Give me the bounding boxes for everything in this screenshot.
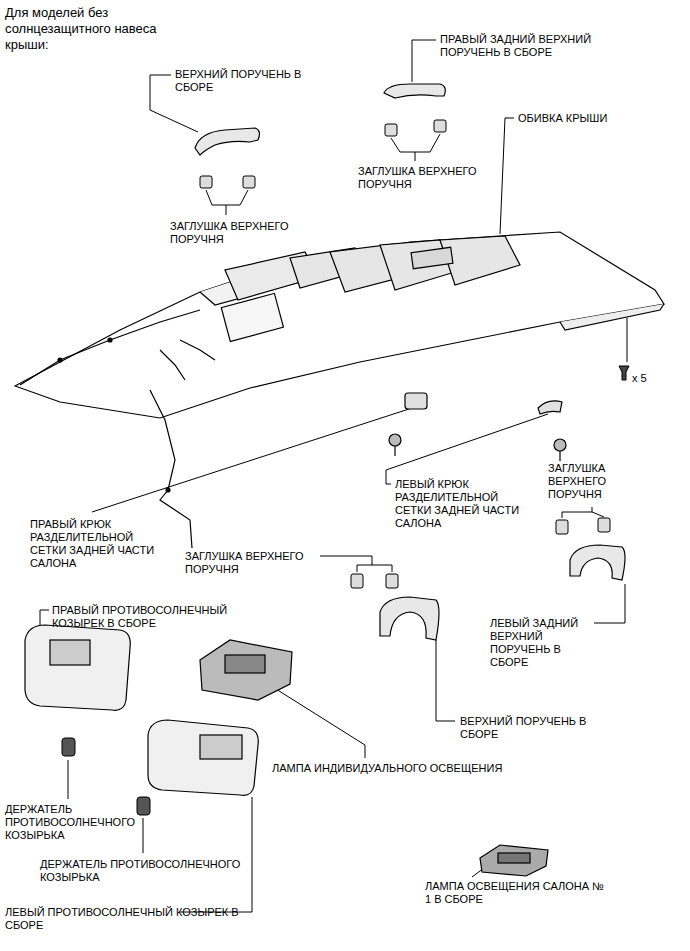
part-label: ВЕРХНИЙ ПОРУЧЕНЬ В СБОРЕ xyxy=(460,715,610,741)
heading: Для моделей без солнцезащитного навеса к… xyxy=(5,5,200,53)
roof-headliner xyxy=(15,232,664,418)
leader-lines xyxy=(40,40,627,912)
part-label: ЛАМПА ОСВЕЩЕНИЯ САЛОНА № 1 В СБОРЕ xyxy=(425,880,610,906)
part-label: ЗАГЛУШКА ВЕРХНЕГО ПОРУЧНЯ xyxy=(185,550,325,576)
part-label: ДЕРЖАТЕЛЬ ПРОТИВОСОЛНЕЧНОГО КОЗЫРЬКА xyxy=(40,858,255,884)
wire-harness xyxy=(20,310,215,548)
part-label: ЛЕВЫЙ КРЮК РАЗДЕЛИТЕЛЬНОЙ СЕТКИ ЗАДНЕЙ Ч… xyxy=(395,478,535,530)
map-lamp xyxy=(200,640,292,700)
handle-cover-clip xyxy=(200,120,610,588)
part-label: ПРАВЫЙ ПРОТИВОСОЛНЕЧНЫЙ КОЗЫРЕК В СБОРЕ xyxy=(52,604,242,630)
part-label: ЛЕВЫЙ ПРОТИВОСОЛНЕЧНЫЙ КОЗЫРЕК В СБОРЕ xyxy=(5,906,245,932)
visor-holder xyxy=(62,738,150,815)
part-label: ЗАГЛУШКА ВЕРХНЕГО ПОРУЧНЯ xyxy=(358,165,508,191)
part-label: ОБИВКА КРЫШИ xyxy=(518,112,638,125)
part-label: ПРАВЫЙ КРЮК РАЗДЕЛИТЕЛЬНОЙ СЕТКИ ЗАДНЕЙ … xyxy=(30,518,170,570)
part-label: ВЕРХНИЙ ПОРУЧЕНЬ В СБОРЕ xyxy=(175,68,325,94)
part-label: ЛАМПА ИНДИВИДУАЛЬНОГО ОСВЕЩЕНИЯ xyxy=(272,762,572,775)
net-hook xyxy=(389,393,566,461)
part-label: ПРАВЫЙ ЗАДНИЙ ВЕРХНИЙ ПОРУЧЕНЬ В СБОРЕ xyxy=(440,33,640,59)
part-label: ЛЕВЫЙ ЗАДНИЙ ВЕРХНИЙ ПОРУЧЕНЬ В СБОРЕ xyxy=(490,617,590,669)
part-label: ЗАГЛУШКА ВЕРХНЕГО ПОРУЧНЯ xyxy=(170,220,320,246)
part-label: ЗАГЛУШКА ВЕРХНЕГО ПОРУЧНЯ xyxy=(548,462,638,501)
clip-fastener xyxy=(619,366,629,380)
part-label: x 5 xyxy=(632,372,672,385)
dome-lamp xyxy=(480,845,548,876)
part-label: ДЕРЖАТЕЛЬ ПРОТИВОСОЛНЕЧНОГО КОЗЫРЬКА xyxy=(5,803,145,842)
